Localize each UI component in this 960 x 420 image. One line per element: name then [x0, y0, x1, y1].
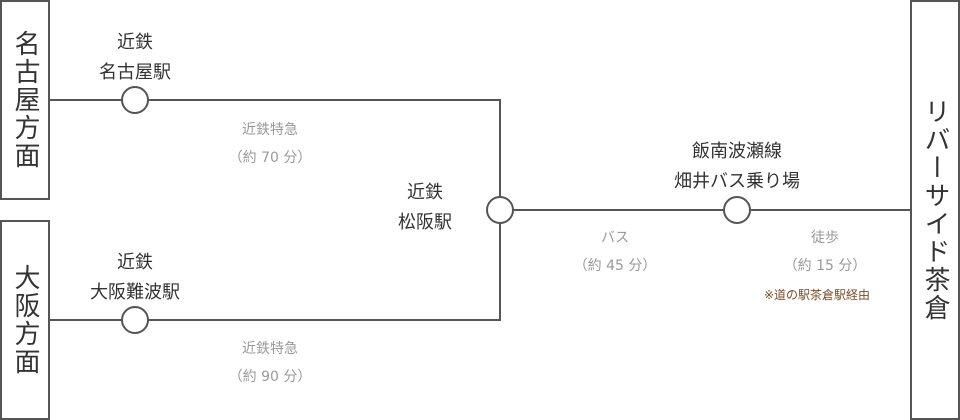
- matsusaka-station-line1: 近鉄: [407, 182, 443, 203]
- osaka-express-time: （約 90 分）: [228, 369, 312, 385]
- destination-label: リバーサイド茶倉: [920, 98, 950, 322]
- nagoya-station-label: 近鉄 名古屋駅: [75, 28, 195, 88]
- nagoya-express-mode: 近鉄特急: [242, 122, 298, 138]
- osaka-origin-box: 大阪方面: [0, 220, 50, 420]
- walk-segment-time: （約 15 分）: [783, 258, 867, 274]
- matsusaka-station-label: 近鉄 松阪駅: [365, 178, 485, 238]
- nagoya-station-line2: 名古屋駅: [99, 62, 171, 83]
- osaka-station-marker: [121, 306, 149, 334]
- osaka-express-mode: 近鉄特急: [242, 341, 298, 357]
- nagoya-route-line: [50, 99, 501, 210]
- bus-stop-line1: 飯南波瀬線: [692, 141, 782, 162]
- nagoya-origin-label: 名古屋方面: [10, 30, 40, 170]
- walk-segment-label: 徒歩 （約 15 分）: [755, 224, 895, 280]
- matsusaka-station-marker: [486, 196, 514, 224]
- osaka-station-line1: 近鉄: [117, 252, 153, 273]
- nagoya-station-line1: 近鉄: [117, 32, 153, 53]
- osaka-station-line2: 大阪難波駅: [90, 282, 180, 303]
- bus-stop-marker: [723, 196, 751, 224]
- nagoya-express-label: 近鉄特急 （約 70 分）: [200, 116, 340, 172]
- destination-box: リバーサイド茶倉: [910, 0, 960, 420]
- nagoya-express-time: （約 70 分）: [228, 150, 312, 166]
- osaka-express-label: 近鉄特急 （約 90 分）: [200, 335, 340, 391]
- bus-segment-label: バス （約 45 分）: [545, 224, 685, 280]
- matsusaka-station-line2: 松阪駅: [398, 212, 452, 233]
- osaka-station-label: 近鉄 大阪難波駅: [70, 248, 200, 308]
- bus-stop-label: 飯南波瀬線 畑井バス乗り場: [657, 137, 817, 197]
- bus-segment-mode: バス: [601, 230, 629, 246]
- nagoya-origin-box: 名古屋方面: [0, 0, 50, 200]
- nagoya-station-marker: [121, 86, 149, 114]
- bus-stop-line2: 畑井バス乗り場: [674, 171, 800, 192]
- walk-segment-mode: 徒歩: [811, 230, 839, 246]
- bus-segment-time: （約 45 分）: [573, 258, 657, 274]
- osaka-origin-label: 大阪方面: [10, 264, 40, 376]
- route-note: ※道の駅茶倉駅経由: [764, 288, 871, 302]
- osaka-route-line: [50, 210, 501, 321]
